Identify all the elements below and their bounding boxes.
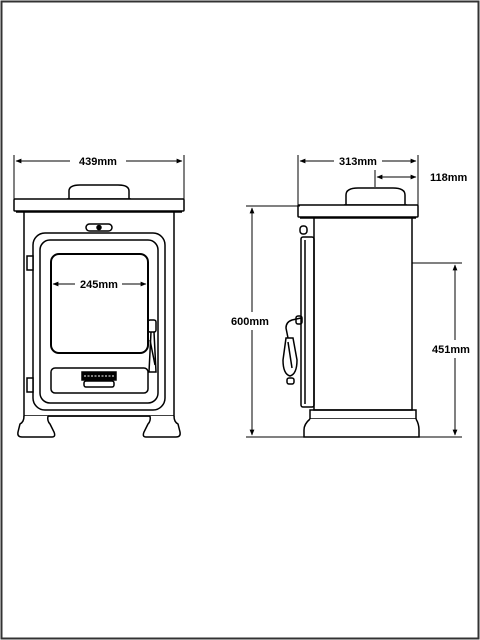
front-view <box>13 184 185 438</box>
front-flue-collar <box>67 184 131 200</box>
front-leg-right <box>142 415 181 438</box>
side-base <box>303 418 420 438</box>
dim-front-width: 439mm <box>79 156 117 168</box>
front-dimensions <box>13 155 185 287</box>
front-air-control <box>85 223 113 232</box>
front-glass <box>50 253 149 354</box>
dim-glass-width: 245mm <box>80 279 118 291</box>
dim-side-depth: 313mm <box>339 156 377 168</box>
side-door-profile <box>300 236 315 408</box>
side-top-plate <box>297 204 419 218</box>
side-air-knob <box>299 225 308 235</box>
dim-flue-offset: 118mm <box>430 172 468 184</box>
side-dimensions <box>246 155 462 438</box>
side-flue-collar <box>344 187 407 206</box>
front-door-handle <box>147 319 157 373</box>
front-door-inner <box>39 239 159 404</box>
front-ash-drawer <box>50 367 149 394</box>
side-plinth <box>309 409 417 420</box>
front-body <box>23 212 175 417</box>
front-door-outer <box>32 232 166 411</box>
side-view <box>282 187 420 438</box>
dim-total-height: 600mm <box>231 316 269 328</box>
front-hinges <box>26 255 34 393</box>
dim-flue-height: 451mm <box>432 344 470 356</box>
front-top-plate <box>13 198 185 212</box>
side-body <box>313 218 413 411</box>
side-door-handle <box>282 315 303 385</box>
front-badge <box>81 371 117 388</box>
front-leg-left <box>17 415 56 438</box>
